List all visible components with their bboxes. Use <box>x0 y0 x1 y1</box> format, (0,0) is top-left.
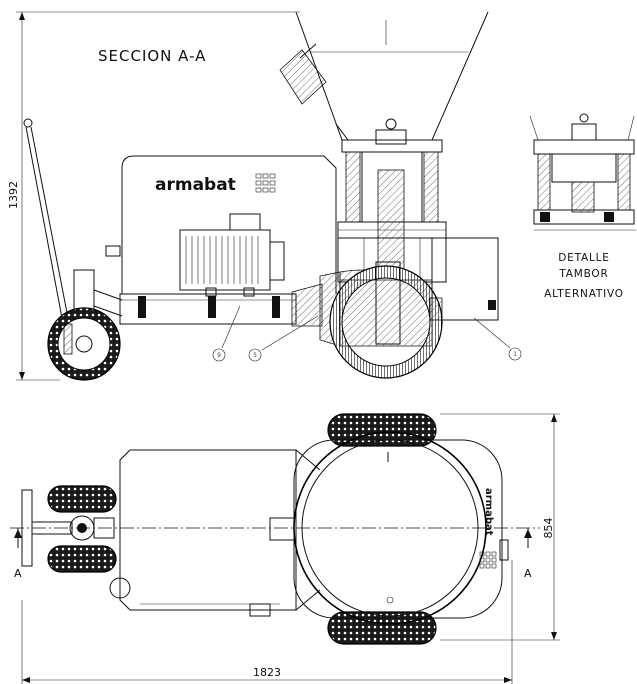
callout-1: 9 <box>212 305 241 362</box>
height-label: 1392 <box>7 181 20 209</box>
detail-label-line-1: DETALLE <box>558 252 609 264</box>
body-plan <box>109 449 321 617</box>
hopper <box>279 11 489 141</box>
hopper-plan: armabat <box>293 431 509 625</box>
chassis <box>119 293 297 325</box>
section-view: SECCION A-A 1392 <box>7 11 522 381</box>
plan-view: A A 854 1823 <box>10 413 560 684</box>
height-dimension: 1392 <box>7 11 300 381</box>
svg-text:5: 5 <box>253 352 257 359</box>
callout-2: 5 <box>248 315 319 362</box>
plan-logo-grid-icon <box>479 551 497 569</box>
detail-label-line-2: TAMBOR <box>558 268 608 280</box>
section-title: SECCION A-A <box>98 47 206 65</box>
section-marker-left: A <box>14 528 22 580</box>
width-dimension: 854 <box>440 413 560 641</box>
housing-brand: armabat <box>155 175 236 195</box>
svg-text:9: 9 <box>217 352 221 359</box>
detail-view: DETALLE TAMBOR ALTERNATIVO <box>529 113 636 300</box>
machine-housing: armabat <box>121 155 337 294</box>
length-dimension: 1823 <box>21 560 513 684</box>
svg-text:1: 1 <box>513 351 517 358</box>
svg-text:A: A <box>14 567 22 580</box>
front-wheel <box>47 307 121 381</box>
section-marker-right: A <box>524 528 532 580</box>
detail-label-line-3: ALTERNATIVO <box>544 288 624 300</box>
svg-text:A: A <box>524 567 532 580</box>
rear-wheels-plan <box>327 413 437 645</box>
front-wheels-plan <box>47 485 117 573</box>
tow-handle-plan <box>21 489 73 567</box>
width-label: 854 <box>542 518 555 539</box>
callout-3: 1 <box>473 317 522 361</box>
logo-grid-icon <box>255 173 276 193</box>
towbar <box>23 118 123 319</box>
drive-drum <box>291 237 499 379</box>
electric-motor <box>179 213 285 297</box>
length-label: 1823 <box>253 666 281 679</box>
plan-brand: armabat <box>483 488 494 536</box>
